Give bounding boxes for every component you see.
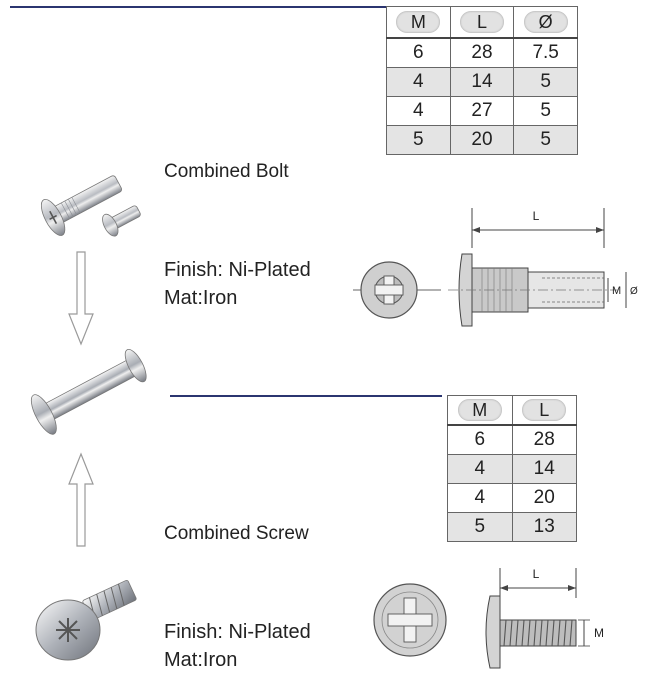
table-row: 4 14 (447, 454, 577, 484)
table-cell: 14 (449, 67, 515, 97)
table-row: 4 14 5 (386, 67, 578, 97)
screw-side-drawing: L M (485, 567, 604, 669)
bolt-m-dim: M (612, 285, 621, 297)
bolt-finish-label: Finish: Ni-Plated (164, 259, 311, 281)
table-cell: 5 (447, 512, 513, 542)
table-row: 6 28 7.5 (386, 37, 578, 68)
screw-spec-table: M L 6 28 4 14 4 20 5 13 (447, 395, 577, 542)
bolt-head-top-view (353, 261, 441, 319)
table-cell: 28 (511, 424, 577, 455)
table-cell: 5 (513, 96, 578, 126)
bolt-header-m: M (396, 10, 441, 33)
bolt-spec-table: M L Ø 6 28 7.5 4 14 5 4 27 5 5 20 5 (386, 6, 578, 155)
table-cell: 7.5 (513, 37, 578, 68)
table-cell: 14 (511, 454, 577, 484)
table-row: 4 27 5 (386, 96, 578, 126)
bolt-length-dim: L (533, 209, 540, 223)
table-cell: 20 (511, 483, 577, 513)
bolt-name-label: Combined Bolt (164, 161, 289, 182)
screw-length-dim: L (533, 567, 540, 581)
screw-m-dim: M (594, 626, 604, 640)
table-cell: 27 (449, 96, 515, 126)
table-cell: 6 (447, 424, 513, 455)
table-cell: 4 (447, 454, 513, 484)
table-cell: 4 (386, 96, 451, 126)
screw-name-label: Combined Screw (164, 523, 309, 544)
bolt-table-header: M L Ø (386, 6, 578, 39)
middle-rule (170, 395, 442, 397)
table-cell: 28 (449, 37, 515, 68)
screw-material-label: Mat:Iron (164, 649, 238, 671)
table-row: 4 20 (447, 483, 577, 513)
bolt-header-l: L (459, 10, 504, 33)
table-cell: 4 (447, 483, 513, 513)
table-cell: 20 (449, 125, 515, 155)
bolt-header-dia: Ø (523, 10, 568, 33)
table-cell: 5 (513, 67, 578, 97)
table-cell: 13 (511, 512, 577, 542)
table-cell: 5 (513, 125, 578, 155)
screw-header-l: L (522, 398, 567, 421)
table-row: 5 20 5 (386, 125, 578, 155)
screw-finish-label: Finish: Ni-Plated (164, 621, 311, 643)
screw-table-header: M L (447, 395, 577, 426)
table-row: 5 13 (447, 512, 577, 542)
combined-screw-photo (35, 579, 137, 661)
table-cell: 4 (386, 67, 451, 97)
table-row: 6 28 (447, 424, 577, 455)
combined-bolt-photo (40, 175, 141, 237)
top-rule (10, 6, 386, 8)
table-cell: 5 (386, 125, 451, 155)
screw-header-m: M (457, 398, 502, 421)
bolt-side-drawing: L M Ø (448, 208, 638, 327)
table-cell: 6 (386, 37, 451, 68)
bolt-dia-dim: Ø (630, 286, 638, 297)
arrow-up-icon (68, 452, 94, 547)
screw-head-top-view (373, 583, 447, 657)
arrow-down-icon (68, 251, 94, 346)
assembly-photo (30, 349, 147, 435)
bolt-material-label: Mat:Iron (164, 287, 238, 309)
